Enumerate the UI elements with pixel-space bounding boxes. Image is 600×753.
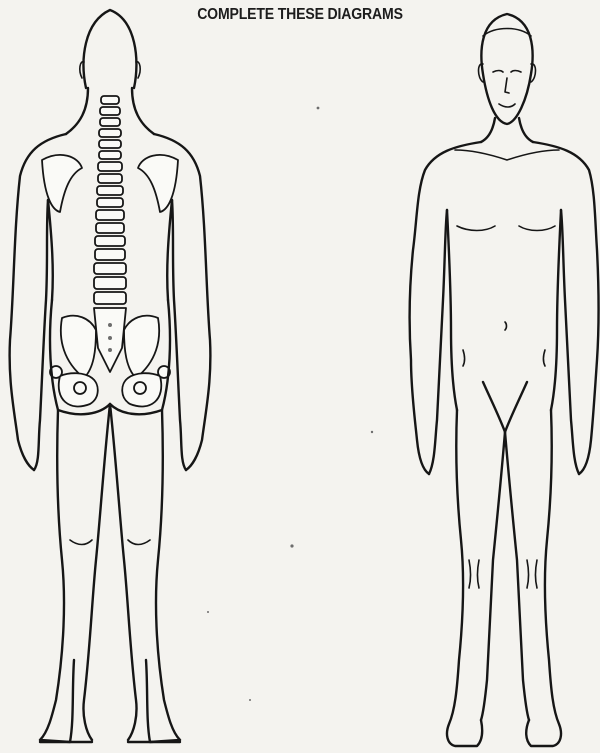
paper-specks xyxy=(0,0,600,753)
